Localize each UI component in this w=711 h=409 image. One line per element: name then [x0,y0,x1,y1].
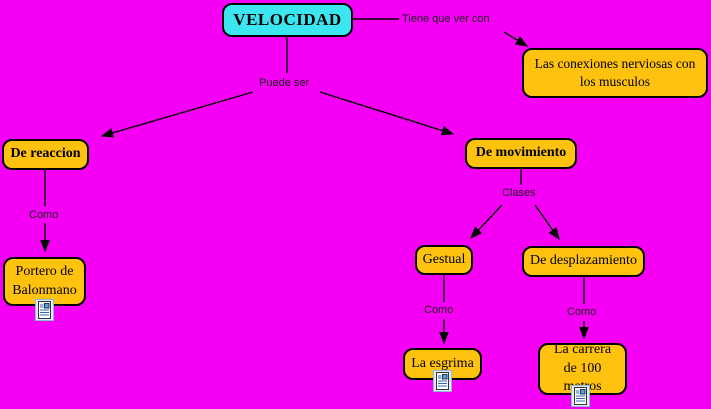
arrow-to-conexiones [503,31,529,47]
node-conexiones-nerviosas[interactable]: Las conexiones nerviosas con los musculo… [522,48,708,98]
arrow-to-gestual [470,204,503,240]
link-label-puede-ser[interactable]: Puede ser [259,77,310,89]
arrow-to-desplazamiento [534,204,560,241]
link-label-clases[interactable]: Clases [502,187,536,199]
node-gestual[interactable]: Gestual [415,245,473,275]
node-portero-balonmano[interactable]: Portero de Balonmano [3,257,86,306]
link-label-tiene-que-ver-con[interactable]: Tiene que ver con [402,13,490,25]
link-label-como-gestual[interactable]: Como [424,304,454,316]
resource-icon-portero[interactable] [35,299,54,321]
node-velocidad[interactable]: VELOCIDAD [222,3,353,37]
node-de-desplazamiento[interactable]: De desplazamiento [522,246,645,277]
resource-icon-esgrima[interactable] [433,370,452,392]
link-label-como-reaccion[interactable]: Como [29,209,59,221]
node-de-movimiento[interactable]: De movimiento [465,138,577,169]
arrow-to-de-movimiento [319,91,455,136]
node-de-reaccion[interactable]: De reaccion [2,139,89,170]
resource-icon-carrera[interactable] [571,385,590,407]
link-label-como-desplazamiento[interactable]: Como [567,306,597,318]
node-la-esgrima[interactable]: La esgrima [403,348,482,380]
arrow-to-de-reaccion [100,91,254,138]
